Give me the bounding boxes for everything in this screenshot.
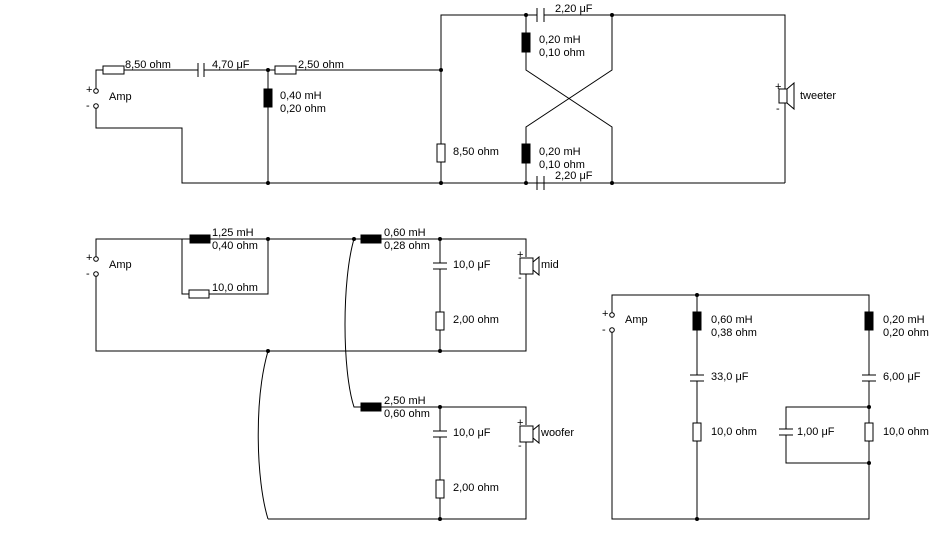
label-woofer-r: 2,00 ohm bbox=[453, 482, 499, 494]
label-l-shunt-value: 0,40 mH bbox=[280, 90, 322, 102]
capacitor-6-00-uf bbox=[862, 374, 876, 382]
label-mid-l-value: 0,60 mH bbox=[384, 227, 426, 239]
resistor-branch2-10-0-ohm bbox=[864, 422, 874, 442]
capacitor-1-00-uf bbox=[779, 428, 793, 436]
label-l1-value: 1,25 mH bbox=[212, 227, 254, 239]
amp-label: Amp bbox=[109, 91, 132, 103]
capacitor-bottom-2-20-uf bbox=[536, 176, 545, 190]
amp-minus-terminal bbox=[93, 103, 99, 109]
woofer-plus-label: + bbox=[517, 417, 523, 429]
label-mid-r: 2,00 ohm bbox=[453, 314, 499, 326]
resistor-branch1-10-0-ohm bbox=[692, 422, 702, 442]
label-woofer-c: 10,0 μF bbox=[453, 427, 491, 439]
resistor-8-50-ohm bbox=[102, 65, 125, 75]
mid-speaker-icon bbox=[519, 255, 540, 277]
amp2-label: Amp bbox=[109, 259, 132, 271]
circuit-1: + - Amp 8,50 ohm 4,70 μF 2,50 ohm 0,40 m… bbox=[86, 3, 836, 190]
label-l1-resistance: 0,40 ohm bbox=[212, 240, 258, 252]
amp2-plus-terminal bbox=[93, 256, 99, 262]
capacitor-top-2-20-uf bbox=[536, 8, 545, 22]
label-b2-c-series: 6,00 μF bbox=[883, 371, 921, 383]
label-r-series1: 8,50 ohm bbox=[125, 59, 171, 71]
label-b2-r: 10,0 ohm bbox=[883, 426, 929, 438]
amp3-minus-terminal bbox=[609, 327, 615, 333]
label-c-bottom: 2,20 μF bbox=[555, 170, 593, 182]
label-r-shunt: 8,50 ohm bbox=[453, 146, 499, 158]
tweeter-minus-label: - bbox=[776, 103, 780, 115]
capacitor-woofer-10-0-uf bbox=[433, 430, 447, 438]
inductor-bottom-0-20-mh bbox=[521, 143, 531, 164]
resistor-woofer-2-00-ohm bbox=[435, 479, 445, 499]
label-l-shunt-resistance: 0,20 ohm bbox=[280, 103, 326, 115]
label-mid-l-resistance: 0,28 ohm bbox=[384, 240, 430, 252]
label-r-parallel: 10,0 ohm bbox=[212, 282, 258, 294]
inductor-2-50-mh bbox=[360, 402, 382, 412]
amp-plus-terminal bbox=[93, 88, 99, 94]
label-b1-l-value: 0,60 mH bbox=[711, 314, 753, 326]
label-woofer-l-value: 2,50 mH bbox=[384, 395, 426, 407]
amp3-label: Amp bbox=[625, 314, 648, 326]
label-l-bottom-value: 0,20 mH bbox=[539, 146, 581, 158]
woofer-speaker-icon bbox=[519, 423, 540, 445]
amp2-minus-label: - bbox=[86, 268, 90, 280]
amp3-plus-terminal bbox=[609, 312, 615, 318]
woofer-minus-label: - bbox=[518, 440, 522, 452]
label-woofer-l-resistance: 0,60 ohm bbox=[384, 408, 430, 420]
tweeter-speaker-icon bbox=[778, 81, 795, 111]
label-mid-c: 10,0 μF bbox=[453, 259, 491, 271]
label-c-top: 2,20 μF bbox=[555, 3, 593, 15]
resistor-8-50-ohm-shunt bbox=[436, 143, 446, 163]
label-b1-r: 10,0 ohm bbox=[711, 426, 757, 438]
capacitor-4-70-uf bbox=[197, 63, 205, 77]
label-b2-c-parallel: 1,00 μF bbox=[797, 426, 835, 438]
mid-plus-label: + bbox=[517, 249, 523, 261]
label-b2-l-resistance: 0,20 ohm bbox=[883, 327, 929, 339]
label-r-series2: 2,50 ohm bbox=[298, 59, 344, 71]
label-l-bottom-resistance: 0,10 ohm bbox=[539, 159, 585, 171]
circuit-2: + - Amp 1,25 mH 0,40 ohm 10,0 ohm 0,60 m… bbox=[86, 227, 574, 521]
inductor-0-40-mh bbox=[263, 88, 273, 108]
inductor-branch1-0-60-mh bbox=[692, 311, 702, 331]
amp3-minus-label: - bbox=[602, 324, 606, 336]
label-mid-speaker: mid bbox=[541, 259, 559, 271]
mid-minus-label: - bbox=[518, 272, 522, 284]
label-b1-c: 33,0 μF bbox=[711, 371, 749, 383]
label-b1-l-resistance: 0,38 ohm bbox=[711, 327, 757, 339]
tweeter-plus-label: + bbox=[775, 81, 781, 93]
label-b2-l-value: 0,20 mH bbox=[883, 314, 925, 326]
amp-plus-label: + bbox=[86, 84, 92, 96]
label-tweeter: tweeter bbox=[800, 90, 836, 102]
amp2-plus-label: + bbox=[86, 252, 92, 264]
capacitor-33-0-uf bbox=[690, 374, 704, 382]
label-c-series: 4,70 μF bbox=[212, 59, 250, 71]
inductor-top-0-20-mh bbox=[521, 32, 531, 53]
capacitor-mid-10-0-uf bbox=[433, 262, 447, 270]
inductor-1-25-mh bbox=[189, 234, 211, 244]
inductor-branch2-0-20-mh bbox=[864, 311, 874, 331]
inductor-0-60-mh bbox=[360, 234, 382, 244]
amp3-plus-label: + bbox=[602, 308, 608, 320]
label-woofer-speaker: woofer bbox=[540, 427, 574, 439]
label-l-top-resistance: 0,10 ohm bbox=[539, 47, 585, 59]
amp2-minus-terminal bbox=[93, 271, 99, 277]
resistor-2-50-ohm bbox=[274, 65, 297, 75]
resistor-10-0-ohm bbox=[188, 289, 210, 299]
resistor-mid-2-00-ohm bbox=[435, 311, 445, 331]
amp-minus-label: - bbox=[86, 100, 90, 112]
label-l-top-value: 0,20 mH bbox=[539, 34, 581, 46]
circuit-3: + - Amp 0,60 mH 0,38 ohm 33,0 μF 10,0 oh… bbox=[602, 293, 929, 521]
